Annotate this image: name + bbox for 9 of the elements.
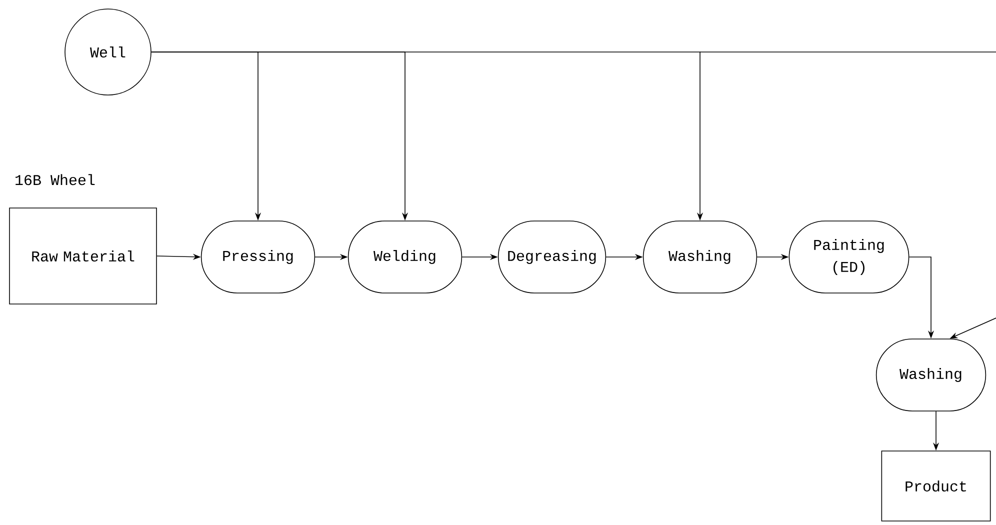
process-box: Degreasing (498, 220, 606, 294)
material-box: Raw Material (9, 208, 157, 304)
product-box: Product (881, 450, 991, 522)
process-box: Washing (876, 338, 986, 412)
process-box: Welding (348, 220, 462, 294)
process-box: Painting (ED) (788, 220, 910, 294)
heading: 16B Wheel (16, 174, 95, 186)
process-box: Washing (642, 220, 758, 294)
process-box: Pressing (200, 220, 316, 294)
